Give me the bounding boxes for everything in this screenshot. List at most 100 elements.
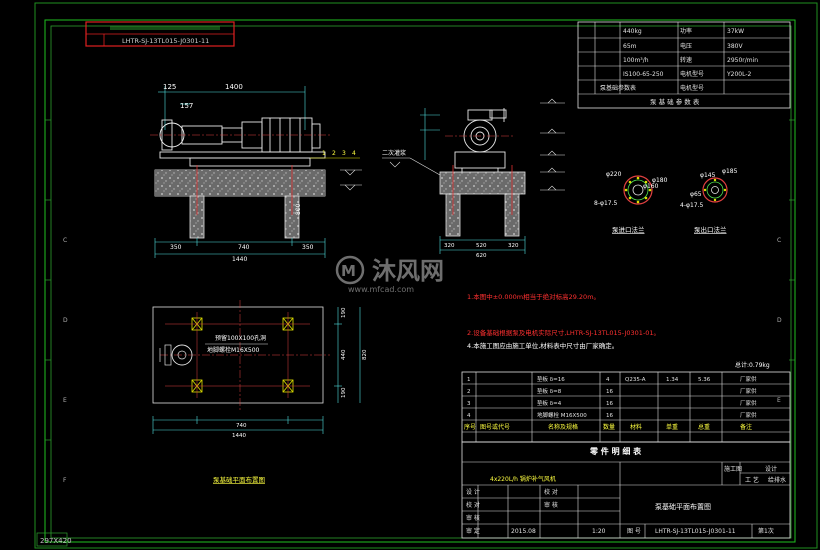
spec-value: 65m bbox=[623, 43, 637, 50]
zone-letter: C bbox=[777, 237, 781, 244]
note-1: 1.本图中±0.000m相当于绝对标高29.20m。 bbox=[467, 292, 600, 301]
side-dim-left: 320 bbox=[444, 243, 455, 249]
sheet-label: 图 号 bbox=[627, 528, 641, 535]
spec-value: IS100-65-250 bbox=[623, 71, 664, 78]
discipline-label: 工 艺 bbox=[745, 476, 759, 484]
plan-dim-side-c: 190 bbox=[341, 387, 347, 398]
dim-125: 125 bbox=[163, 83, 176, 91]
outer-border bbox=[34, 2, 818, 549]
paper-size-box bbox=[36, 532, 68, 547]
part-qty: 16 bbox=[606, 389, 613, 395]
tb-label: 校 对 bbox=[466, 501, 480, 509]
note-2: 2.设备基础根据泵及电机实际尺寸,LHTR-SJ-13TL015-J0301-0… bbox=[467, 328, 660, 337]
general-notes: 1.本图中±0.000m相当于绝对标高29.20m。 2.设备基础根据泵及电机实… bbox=[467, 292, 770, 369]
spec-value: 100m³/h bbox=[623, 57, 649, 64]
spec-label: 转速 bbox=[680, 56, 692, 64]
stamp-drawing-number: LHTR-SJ-13TL015-J0301-11 bbox=[122, 37, 209, 45]
plan-note-line-1: 预留100X100孔洞 bbox=[215, 334, 266, 342]
outlet-d1: φ145 bbox=[700, 172, 716, 179]
spec-label: 电机型号 bbox=[680, 70, 704, 78]
parts-header: 总重 bbox=[698, 423, 710, 431]
zone-letter: F bbox=[63, 477, 67, 484]
plan-dim-height: 820 bbox=[362, 349, 368, 360]
part-name: 垫板 δ=4 bbox=[537, 399, 562, 407]
edition: 第1次 bbox=[758, 527, 774, 535]
plan-dim-inner: 740 bbox=[236, 423, 247, 429]
stage-label: 施工图 bbox=[724, 465, 742, 473]
parts-header: 名称及规格 bbox=[548, 423, 578, 431]
title-block: 4x220L/h 锅炉补气风机 泵基础平面布置图 设 计 校 对 审 核 审 定… bbox=[461, 441, 791, 539]
inlet-caption: 泵进口法兰 bbox=[612, 225, 645, 234]
drawing-frame bbox=[44, 19, 796, 543]
foundation-plan-view: 预留100X100孔洞 地脚螺栓M16X500 190 440 190 820 … bbox=[152, 300, 368, 484]
parts-header: 图号或代号 bbox=[480, 423, 510, 431]
parts-header: 单重 bbox=[666, 423, 678, 431]
part-material: Q235-A bbox=[625, 377, 646, 383]
side-dim-mid: 520 bbox=[476, 243, 487, 249]
discipline-value: 给排水 bbox=[768, 476, 786, 484]
dim-span-mid: 740 bbox=[238, 244, 250, 251]
parts-header: 备注 bbox=[740, 423, 752, 431]
spec-value: 380V bbox=[727, 43, 743, 50]
callout: 3 bbox=[342, 150, 346, 157]
sheet-number: LHTR-SJ-13TL015-J0301-11 bbox=[655, 528, 736, 535]
project-code: 4x220L/h 锅炉补气风机 bbox=[490, 475, 556, 483]
plan-caption: 泵基础平面布置图 bbox=[213, 475, 265, 484]
grout-label: 二次灌浆 bbox=[382, 149, 406, 157]
drawing-title: 泵基础平面布置图 bbox=[655, 502, 711, 511]
spec-label: 功率 bbox=[680, 27, 692, 35]
part-qty: 16 bbox=[606, 413, 613, 419]
inlet-d2: φ180 bbox=[652, 177, 668, 184]
tb-label: 审 定 bbox=[466, 527, 480, 535]
part-name: 垫板 δ=16 bbox=[537, 375, 565, 383]
stage-value: 设计 bbox=[765, 465, 777, 473]
parts-table-title: 零 件 明 细 表 bbox=[589, 446, 642, 456]
tb-label: 审 核 bbox=[466, 514, 480, 522]
tb-label: 校 对 bbox=[544, 488, 558, 496]
parts-header: 材料 bbox=[630, 423, 642, 431]
part-note: 厂家供 bbox=[740, 387, 757, 395]
spec-value: 泵基础参数表 bbox=[600, 84, 636, 92]
tb-label: 设 计 bbox=[466, 488, 480, 496]
inlet-d1: φ220 bbox=[606, 171, 622, 178]
plan-note-line-2: 地脚螺栓M16X500 bbox=[207, 346, 260, 354]
parts-table: 1 垫板 δ=16 4 Q235-A 1.34 5.36 厂家供 2 垫板 δ=… bbox=[461, 371, 791, 456]
dim-1400: 1400 bbox=[225, 83, 243, 91]
part-no: 4 bbox=[467, 413, 471, 419]
plan-dim-width: 1440 bbox=[232, 433, 246, 439]
outlet-d2: φ185 bbox=[722, 168, 738, 175]
outlet-flange-detail: φ145 φ185 φ65 4-φ17.5 泵出口法兰 bbox=[680, 168, 738, 234]
stamp-header-fill bbox=[110, 26, 220, 30]
pump-elevation-view: 1400 125 157 1 2 3 4 bbox=[150, 83, 362, 263]
part-unit-weight: 1.34 bbox=[666, 377, 679, 383]
dim-157: 157 bbox=[180, 102, 193, 110]
dim-span-right: 350 bbox=[302, 244, 314, 251]
zone-letter: D bbox=[777, 317, 782, 324]
plan-dim-side-a: 190 bbox=[341, 307, 347, 318]
zone-letter: C bbox=[63, 237, 67, 244]
watermark-brand: 沐风网 bbox=[372, 257, 444, 285]
spec-label: 电压 bbox=[680, 42, 692, 50]
pump-spec-table: 440kg 功率 37kW 65m 电压 380V 100m³/h 转速 295… bbox=[577, 21, 791, 109]
part-qty: 16 bbox=[606, 401, 613, 407]
dim-span-left: 350 bbox=[170, 244, 182, 251]
watermark: M 沐风网 www.mfcad.com bbox=[335, 255, 444, 294]
outlet-holes: 4-φ17.5 bbox=[680, 202, 703, 209]
callout: 2 bbox=[332, 150, 336, 157]
parts-header: 数量 bbox=[603, 423, 615, 431]
part-name: 地脚螺栓 M16X500 bbox=[537, 411, 587, 419]
part-note: 厂家供 bbox=[740, 411, 757, 419]
weight-total: 总计:0.79kg bbox=[735, 361, 770, 369]
part-qty: 4 bbox=[606, 377, 610, 383]
inlet-d3: φ160 bbox=[643, 183, 659, 190]
scale: 1:20 bbox=[592, 528, 606, 535]
spec-label: 电机型号 bbox=[680, 84, 704, 92]
part-no: 1 bbox=[467, 377, 471, 383]
spec-table-title: 泵 基 础 参 数 表 bbox=[650, 97, 700, 106]
parts-header: 序号 bbox=[464, 423, 476, 431]
zone-letter: E bbox=[63, 397, 67, 404]
date: 2015.08 bbox=[511, 528, 536, 535]
side-dim-overall: 620 bbox=[476, 253, 487, 259]
part-no: 2 bbox=[467, 389, 471, 395]
